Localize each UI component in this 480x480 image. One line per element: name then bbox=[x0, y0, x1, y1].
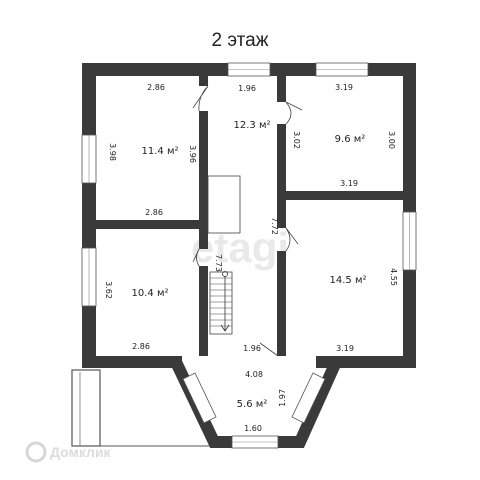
window-bay-left bbox=[182, 372, 217, 424]
dim-top-right-bottom-width: 3.19 bbox=[340, 179, 358, 188]
dim-right-room-width: 3.19 bbox=[336, 344, 354, 353]
dim-hall-height: 7.72 bbox=[270, 217, 279, 235]
outer-walls bbox=[82, 63, 416, 368]
dim-top-left-inner-height: 3.96 bbox=[188, 145, 197, 163]
inner-walls bbox=[96, 76, 403, 356]
dim-bay-width: 4.08 bbox=[245, 370, 263, 379]
dim-top-left-width: 2.86 bbox=[147, 83, 165, 92]
dim-top-left-height: 3.98 bbox=[108, 143, 117, 161]
room-area-bay: 5.6 м² bbox=[237, 399, 268, 410]
dim-bottom-left-width: 2.86 bbox=[132, 342, 150, 351]
watermark-domclick: Домклик bbox=[25, 441, 112, 463]
room-area-hall: 12.3 м² bbox=[234, 120, 271, 131]
room-area-right: 14.5 м² bbox=[330, 275, 367, 286]
dim-hall-top-width: 1.96 bbox=[238, 84, 256, 93]
windows bbox=[81, 62, 417, 449]
window-bay-right bbox=[291, 372, 326, 424]
room-area-bottom-left: 10.4 м² bbox=[132, 288, 169, 299]
dim-bottom-left-height: 3.62 bbox=[104, 281, 113, 299]
room-area-top-right: 9.6 м² bbox=[335, 134, 366, 145]
dim-top-left-bottom-width: 2.86 bbox=[145, 208, 163, 217]
balcony bbox=[71, 369, 101, 447]
dim-top-right-right-height: 3.00 bbox=[387, 131, 396, 149]
dim-bay-side: 1.97 bbox=[278, 389, 287, 407]
staircase bbox=[209, 271, 233, 335]
domclick-logo-icon bbox=[25, 441, 47, 463]
dim-top-right-width: 3.19 bbox=[335, 83, 353, 92]
room-area-bedroom-top-left: 11.4 м² bbox=[142, 146, 179, 157]
svg-text:Домклик: Домклик bbox=[50, 444, 112, 460]
dim-stair-height: 7.73 bbox=[214, 254, 223, 272]
dim-right-room-height: 4.55 bbox=[389, 268, 398, 286]
dim-top-right-left-height: 3.02 bbox=[292, 131, 301, 149]
dim-hall-bottom-width: 1.96 bbox=[243, 344, 261, 353]
floor-title: 2 этаж bbox=[211, 30, 269, 51]
doors bbox=[192, 85, 303, 357]
dim-bay-bottom: 1.60 bbox=[244, 424, 262, 433]
